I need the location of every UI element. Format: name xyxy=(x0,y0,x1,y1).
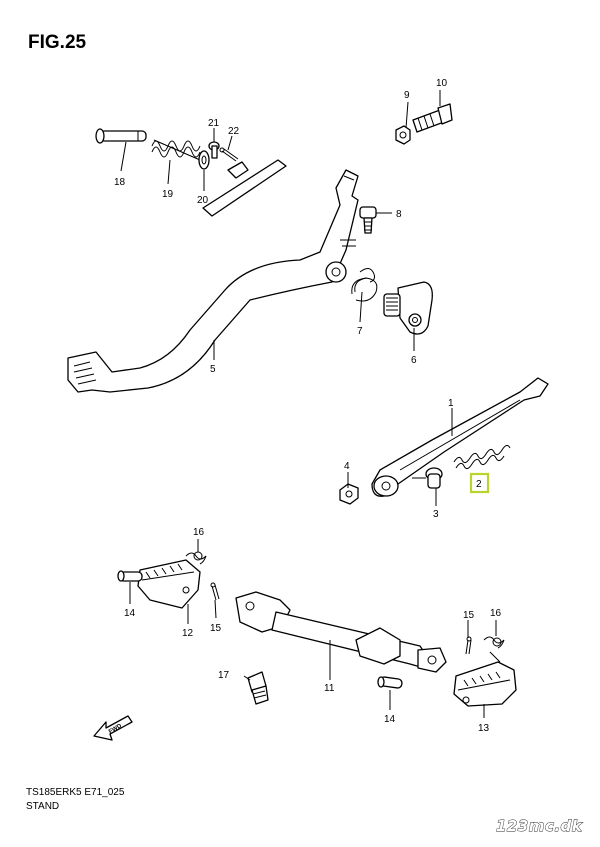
part-5-brake-pedal[interactable] xyxy=(67,169,359,393)
callout-4: 4 xyxy=(344,461,350,472)
callout-14-left: 14 xyxy=(124,608,136,619)
figure-title: FIG.25 xyxy=(28,32,87,53)
part-22-cotter-pin[interactable] xyxy=(219,147,239,162)
part-1-side-stand[interactable] xyxy=(371,377,549,497)
callout-16-right: 16 xyxy=(490,608,502,619)
callout-18: 18 xyxy=(114,177,126,188)
part-18-pivot-pin[interactable] xyxy=(95,128,147,144)
callout-15-right: 15 xyxy=(463,610,475,621)
part-14-footrest-pin-left[interactable] xyxy=(117,570,143,582)
part-15-cotter-pin-right[interactable] xyxy=(465,636,472,655)
callout-10: 10 xyxy=(436,78,448,89)
part-12-footrest-left[interactable] xyxy=(137,559,201,609)
part-10-bolt[interactable] xyxy=(412,103,453,133)
part-3-stand-bolt[interactable] xyxy=(412,467,443,489)
leader-lines xyxy=(120,90,497,718)
watermark: 123mc.dk xyxy=(496,817,583,835)
callout-20: 20 xyxy=(197,195,209,206)
model-code: TS185ERK5 E71_025 xyxy=(26,787,125,798)
callout-14-right: 14 xyxy=(384,714,396,725)
part-2-stand-spring[interactable] xyxy=(453,444,511,470)
part-7-spring-clip[interactable] xyxy=(351,268,378,302)
part-6-brake-arm[interactable] xyxy=(383,281,433,335)
callout-2-highlight xyxy=(469,472,490,494)
callout-1: 1 xyxy=(448,398,454,409)
brake-rod-link xyxy=(202,159,287,217)
callout-12: 12 xyxy=(182,628,194,639)
callout-8: 8 xyxy=(396,209,402,220)
callout-21: 21 xyxy=(208,118,220,129)
callout-11: 11 xyxy=(324,683,335,694)
callout-13: 13 xyxy=(478,723,490,734)
part-19-return-spring[interactable] xyxy=(151,139,201,161)
part-13-footrest-right[interactable] xyxy=(453,661,517,707)
callout-15-left: 15 xyxy=(210,623,222,634)
part-9-nut[interactable] xyxy=(395,125,411,145)
callout-labels: 10 9 21 22 18 19 20 8 7 6 5 1 4 2 3 16 1… xyxy=(114,78,502,734)
callout-16-left: 16 xyxy=(193,527,205,538)
part-8-bolt[interactable] xyxy=(359,206,377,234)
part-16-spring-right[interactable] xyxy=(483,636,505,663)
callout-6: 6 xyxy=(411,355,417,366)
callout-7: 7 xyxy=(357,326,363,337)
part-21-clevis-pin[interactable] xyxy=(208,141,220,159)
part-4-stand-nut[interactable] xyxy=(339,483,359,505)
section-name: STAND xyxy=(26,801,59,812)
part-20-washer[interactable] xyxy=(198,150,210,170)
callout-5: 5 xyxy=(210,364,216,375)
callout-22: 22 xyxy=(228,126,240,137)
part-15-cotter-pin-left[interactable] xyxy=(210,582,220,601)
callout-19: 19 xyxy=(162,189,174,200)
part-14-footrest-pin-right[interactable] xyxy=(377,676,403,689)
callout-2: 2 xyxy=(476,479,482,490)
callout-3: 3 xyxy=(433,509,439,520)
callout-17: 17 xyxy=(218,670,230,681)
callout-9: 9 xyxy=(404,90,410,101)
part-11-footrest-bar[interactable] xyxy=(235,591,447,673)
part-17-bolt[interactable] xyxy=(247,671,269,705)
fwd-arrow-icon: FWD xyxy=(93,715,133,741)
